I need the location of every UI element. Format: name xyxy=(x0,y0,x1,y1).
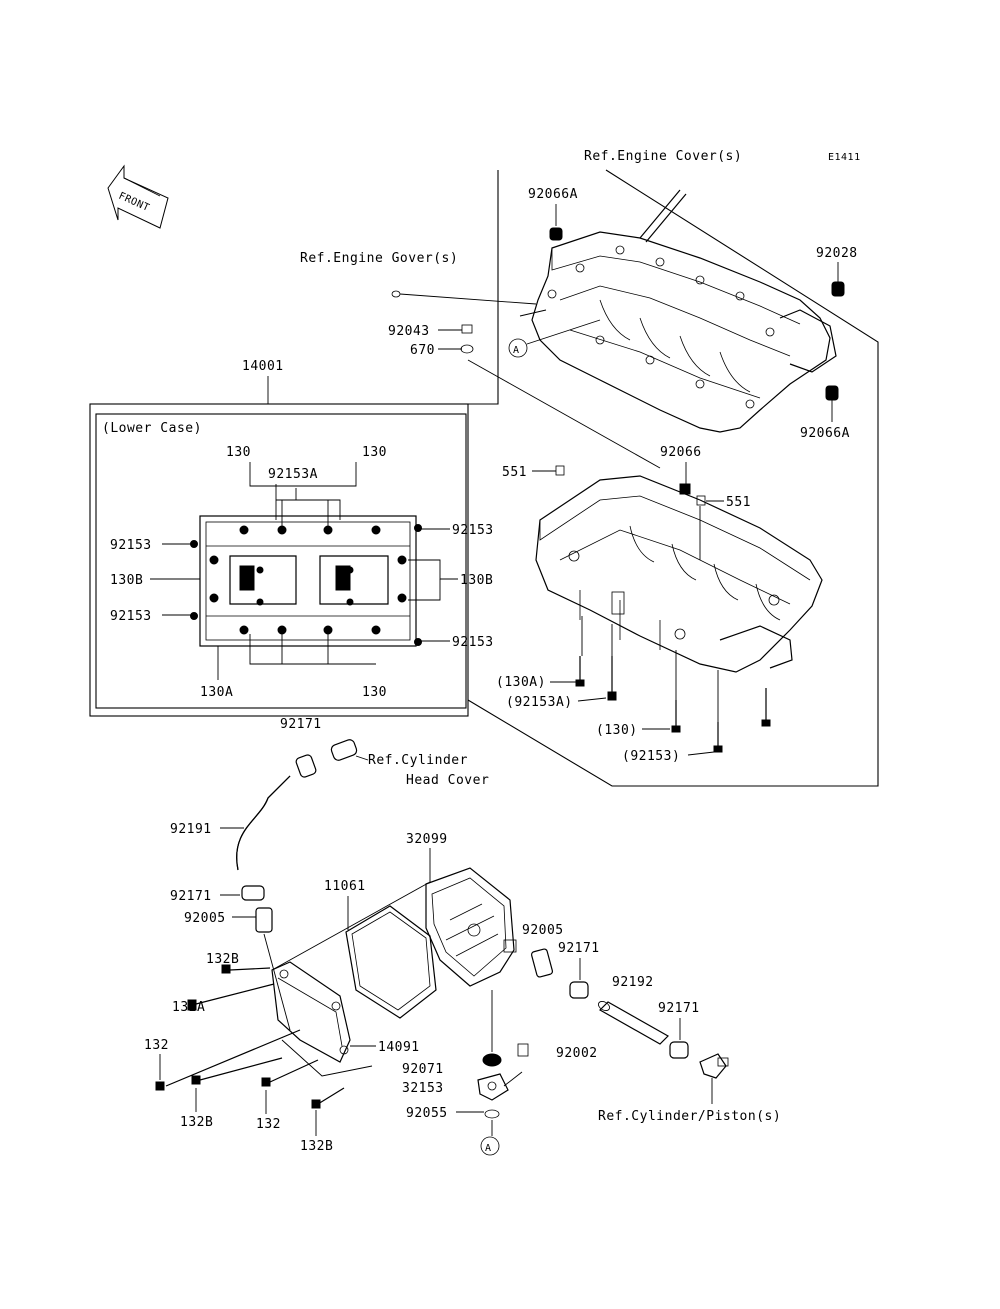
part-130A-paren: (130A) xyxy=(496,675,546,690)
part-132B-a: 132B xyxy=(206,952,239,967)
part-92066A-right: 92066A xyxy=(800,426,850,441)
part-92192: 92192 xyxy=(612,975,654,990)
part-92171-far-right: 92171 xyxy=(658,1001,700,1016)
part-92055: 92055 xyxy=(406,1106,448,1121)
bolt-92071 xyxy=(517,1043,529,1057)
part-92191: 92191 xyxy=(170,822,212,837)
part-130-c: 130 xyxy=(362,685,387,700)
part-92153-bottom-right: 92153 xyxy=(452,635,494,650)
part-92153A-paren: (92153A) xyxy=(506,695,573,710)
oil-pan-32099 xyxy=(425,867,517,987)
pipe-92192 xyxy=(598,1001,669,1045)
hose-clamp-mid xyxy=(241,885,265,901)
pipe-92005-right xyxy=(530,948,554,978)
lower-case-box xyxy=(95,413,467,709)
upper-crankcase xyxy=(531,189,845,433)
part-14091: 14091 xyxy=(378,1040,420,1055)
drain-grommet xyxy=(482,1053,502,1067)
part-92002: 92002 xyxy=(556,1046,598,1061)
part-130A: 130A xyxy=(200,685,233,700)
lower-case-top-view xyxy=(190,515,422,647)
part-130-a: 130 xyxy=(226,445,251,460)
fitting-cylinder-piston xyxy=(699,1053,729,1079)
part-132-mid: 132 xyxy=(256,1117,281,1132)
part-92171-top: 92171 xyxy=(280,717,322,732)
gasket-11061 xyxy=(345,905,437,1019)
part-92066: 92066 xyxy=(660,445,702,460)
hose-clamp-top xyxy=(295,754,317,778)
svg-text:A: A xyxy=(485,1143,492,1154)
part-92153A: 92153A xyxy=(268,467,318,482)
part-92028: 92028 xyxy=(816,246,858,261)
hose-clamp-far-right xyxy=(669,1041,689,1059)
part-92153-paren: (92153) xyxy=(622,749,680,764)
part-130B-left: 130B xyxy=(110,573,143,588)
lower-crankcase xyxy=(535,475,823,673)
ref-cylinder-head-2: Head Cover xyxy=(406,773,489,788)
part-551-a: 551 xyxy=(502,465,527,480)
part-14001: 14001 xyxy=(242,359,284,374)
part-92171-mid: 92171 xyxy=(170,889,212,904)
part-130B-right: 130B xyxy=(460,573,493,588)
hose-clamp-right xyxy=(569,981,589,999)
part-92153-mid-left: 92153 xyxy=(110,609,152,624)
ref-cylinder-head-1: Ref.Cylinder xyxy=(368,753,468,768)
part-132-left: 132 xyxy=(144,1038,169,1053)
cover-bolts xyxy=(155,964,345,1109)
part-92005-right: 92005 xyxy=(522,923,564,938)
part-132A: 132A xyxy=(172,1000,205,1015)
oil-screen-32153 xyxy=(477,1073,509,1101)
part-92043: 92043 xyxy=(388,324,430,339)
marker-a-bottom: A xyxy=(480,1120,500,1156)
lower-case-bolts xyxy=(575,656,771,753)
front-arrow-icon: FRONT xyxy=(107,164,169,229)
part-32153: 32153 xyxy=(402,1081,444,1096)
part-551-b: 551 xyxy=(726,495,751,510)
part-92171-right: 92171 xyxy=(558,941,600,956)
part-92071: 92071 xyxy=(402,1062,444,1077)
part-130-b: 130 xyxy=(362,445,387,460)
o-ring-92055 xyxy=(484,1109,500,1119)
diagram-code: E1411 xyxy=(828,152,861,163)
part-132B-c: 132B xyxy=(300,1139,333,1154)
pipe-92005-left xyxy=(255,907,273,933)
part-130-paren: (130) xyxy=(596,723,638,738)
ref-cylinder-piston: Ref.Cylinder/Piston(s) xyxy=(598,1109,781,1124)
breather-cover xyxy=(263,933,351,1063)
part-92066A-top: 92066A xyxy=(528,187,578,202)
part-11061: 11061 xyxy=(324,879,366,894)
part-670: 670 xyxy=(410,343,435,358)
part-92005-left: 92005 xyxy=(184,911,226,926)
marker-a-top: A xyxy=(508,319,601,358)
part-92153-top-right: 92153 xyxy=(452,523,494,538)
ref-engine-cover-left: Ref.Engine Gover(s) xyxy=(300,251,458,266)
ref-engine-cover-top: Ref.Engine Cover(s) xyxy=(584,149,742,164)
part-92153-top-left: 92153 xyxy=(110,538,152,553)
pipe-fitting-top xyxy=(330,739,358,761)
breather-hose xyxy=(236,775,291,871)
part-132B-b: 132B xyxy=(180,1115,213,1130)
svg-text:A: A xyxy=(513,345,520,356)
lower-case-title: (Lower Case) xyxy=(102,421,202,436)
part-32099: 32099 xyxy=(406,832,448,847)
